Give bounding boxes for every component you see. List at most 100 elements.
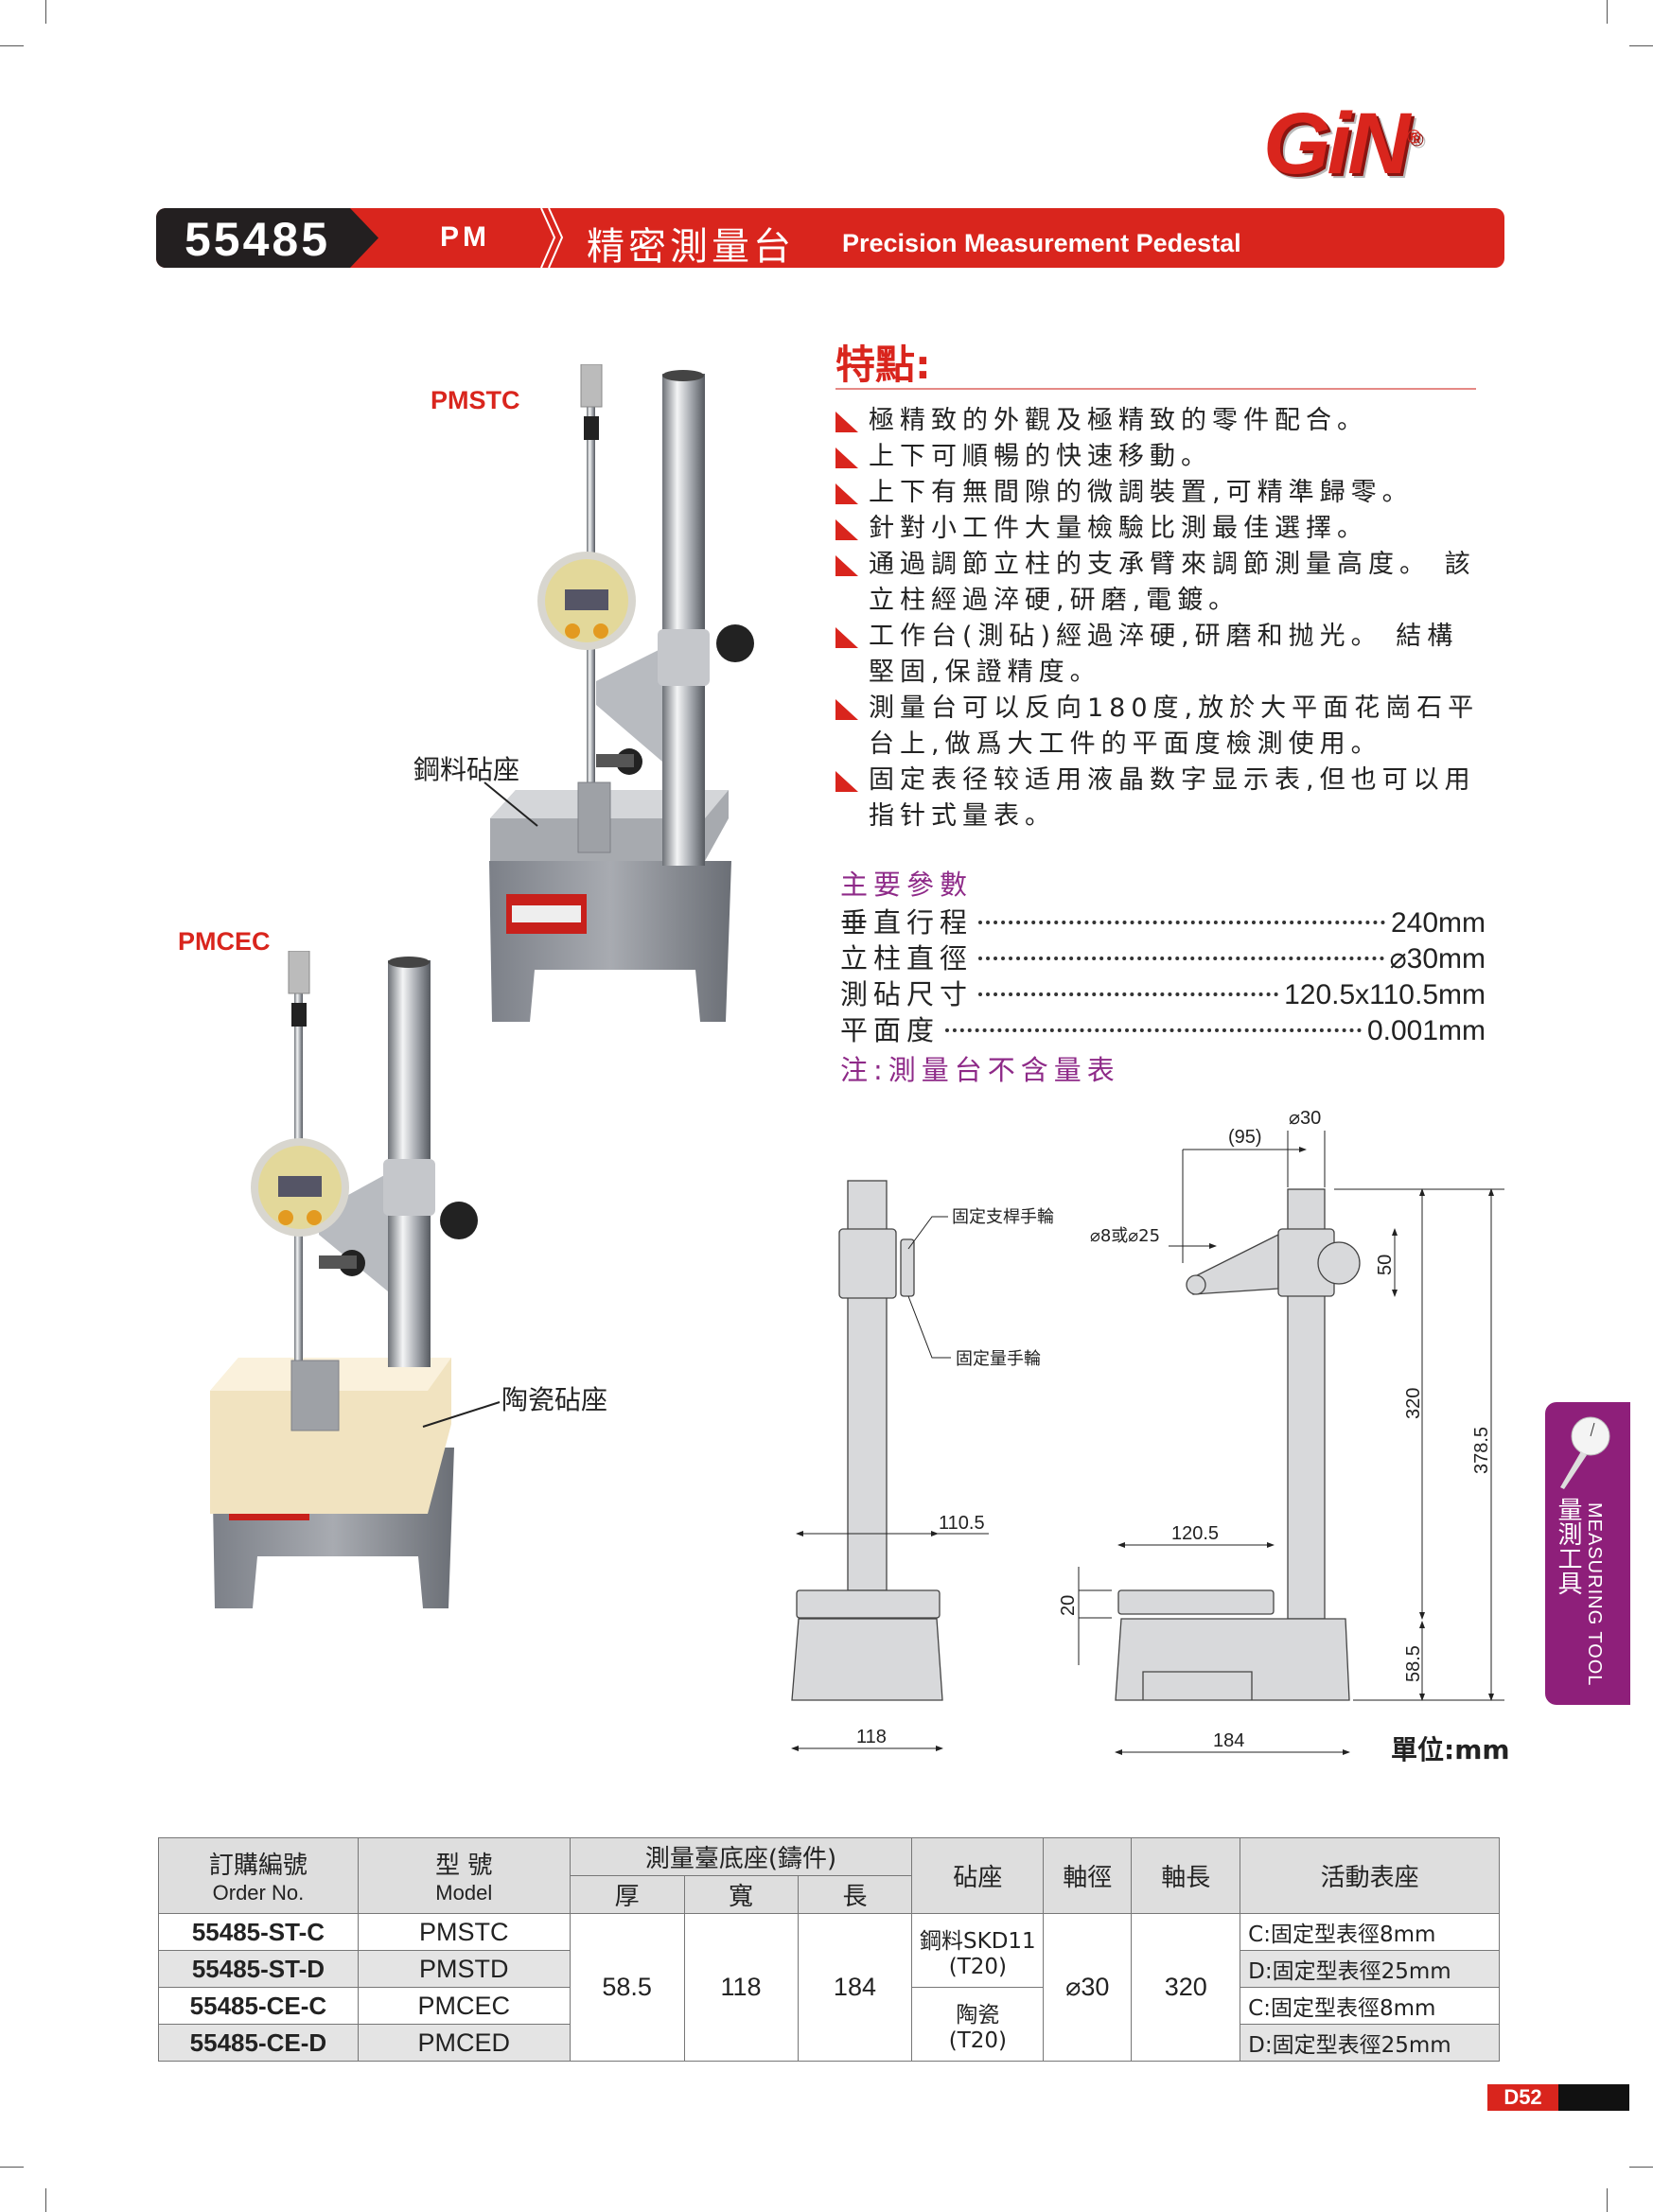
feature-item: 針對小工件大量檢驗比測最佳選擇。: [835, 511, 1488, 547]
model: PMCED: [357, 2024, 571, 2062]
title-en: Precision Measurement Pedestal: [842, 229, 1241, 257]
model-label-pmcec: PMCEC: [178, 927, 271, 956]
table-row: 55485-CE-D PMCED D:固定型表徑25mm: [158, 2024, 1500, 2062]
feature-item: 上下可順暢的快速移動。: [835, 439, 1488, 475]
param-row: 立柱直徑⌀30mm: [840, 942, 1486, 974]
model: PMSTC: [357, 1913, 571, 1951]
holder: C:固定型表徑8mm: [1240, 1913, 1500, 1951]
triangle-bullet-icon: [835, 448, 858, 468]
crop-mark: [1629, 45, 1653, 46]
dim-50: 50: [1375, 1255, 1396, 1275]
col-thick: 厚: [569, 1875, 685, 1914]
order-no: 55485-CE-D: [158, 2024, 359, 2062]
params-note: 注:測量台不含量表: [840, 1054, 1120, 1086]
holder: D:固定型表徑25mm: [1240, 1950, 1500, 1988]
dial-indicator-icon: [1560, 1416, 1610, 1489]
brand-logo: GiN®: [1263, 96, 1420, 192]
table-row: 55485-ST-D PMSTD D:固定型表徑25mm: [158, 1950, 1500, 1988]
divider: [835, 388, 1476, 390]
anvil-label-ceramic: 陶瓷砧座: [501, 1384, 608, 1415]
anvil-ceramic: 陶瓷(T20): [911, 1987, 1045, 2062]
params-title: 主要參數: [840, 869, 974, 901]
feature-item: 固定表径较适用液晶数字显示表,但也可以用指针式量表。: [835, 763, 1488, 834]
label-gauge-knob: 固定量手輪: [956, 1349, 1041, 1369]
triangle-bullet-icon: [835, 771, 858, 792]
dim-184: 184: [1213, 1730, 1244, 1751]
order-no: 55485-ST-D: [158, 1950, 359, 1988]
model: PMCEC: [357, 1987, 571, 2025]
triangle-bullet-icon: [835, 699, 858, 720]
crop-mark: [1607, 0, 1608, 24]
dim-58-5: 58.5: [1403, 1645, 1424, 1682]
category-tab[interactable]: 量測工具 MEASURING TOOL: [1545, 1402, 1630, 1705]
triangle-bullet-icon: [835, 412, 858, 432]
col-shaft-len: 軸長: [1131, 1837, 1241, 1914]
leader-line: [484, 781, 538, 827]
dim-95: (95): [1228, 1127, 1262, 1148]
label-column-knob: 固定支桿手輪: [952, 1207, 1054, 1227]
order-no: 55485-ST-C: [158, 1913, 359, 1951]
feature-item: 上下有無間隙的微調裝置,可精準歸零。: [835, 475, 1488, 511]
crop-mark: [45, 2188, 46, 2212]
holder: D:固定型表徑25mm: [1240, 2024, 1500, 2062]
dim-110-5: 110.5: [939, 1513, 985, 1534]
front-view: [1115, 1188, 1361, 1701]
feature-item: 測量台可以反向180度,放於大平面花崗石平台上,做爲大工件的平面度檢測使用。: [835, 691, 1488, 763]
product-photo-pmcec: [210, 951, 478, 1608]
leader-line: [422, 1401, 501, 1428]
order-no: 55485-CE-C: [158, 1987, 359, 2025]
base-length: 184: [797, 1913, 913, 2062]
anvil-steel: 鋼料SKD11(T20): [911, 1913, 1045, 1988]
col-width: 寬: [683, 1875, 799, 1914]
table-row: 55485-CE-C PMCEC 陶瓷(T20) C:固定型表徑8mm: [158, 1987, 1500, 2062]
col-shaft-dia: 軸徑: [1043, 1837, 1133, 1914]
dim-378-5: 378.5: [1471, 1427, 1492, 1474]
model-label-pmstc: PMSTC: [431, 386, 520, 414]
feature-item: 極精致的外觀及極精致的零件配合。: [835, 403, 1488, 439]
col-length: 長: [797, 1875, 913, 1914]
shaft-len: 320: [1131, 1913, 1241, 2062]
title-bar: 55485 PM 精密測量台 Precision Measurement Ped…: [156, 208, 1504, 268]
dim-320: 320: [1403, 1388, 1424, 1419]
series-code: PM: [440, 221, 490, 253]
crop-mark: [45, 0, 46, 24]
feature-item: 通過調節立柱的支承臂來調節測量高度。 該立柱經過淬硬,研磨,電鍍。: [835, 547, 1488, 619]
tab-label-en: MEASURING TOOL: [1584, 1502, 1605, 1687]
side-view: [791, 1180, 943, 1701]
features-list: 極精致的外觀及極精致的零件配合。 上下可順暢的快速移動。 上下有無間隙的微調裝置…: [835, 403, 1488, 834]
model: PMSTD: [357, 1950, 571, 1988]
base-width: 118: [683, 1913, 799, 2062]
anvil-label-steel: 鋼料砧座: [413, 754, 520, 785]
triangle-bullet-icon: [835, 555, 858, 576]
tab-label-zh: 量測工具: [1554, 1497, 1582, 1595]
crop-mark: [1629, 2167, 1653, 2168]
col-holder: 活動表座: [1240, 1837, 1500, 1914]
col-base: 測量臺底座(鑄件): [569, 1837, 913, 1876]
features-title: 特點:: [835, 342, 931, 388]
page-number: D52: [1487, 2084, 1629, 2111]
triangle-bullet-icon: [835, 519, 858, 540]
table-row: 55485-ST-C PMSTC 58.5 118 184 鋼料SKD11(T2…: [158, 1913, 1500, 2062]
crop-mark: [0, 2167, 24, 2168]
feature-item: 工作台(測砧)經過淬硬,研磨和抛光。 結構堅固,保證精度。: [835, 619, 1488, 691]
dim-d8-25: ⌀8或⌀25: [1090, 1226, 1160, 1246]
product-code: 55485: [185, 213, 331, 266]
holder: C:固定型表徑8mm: [1240, 1987, 1500, 2025]
crop-mark: [1607, 2188, 1608, 2212]
product-photo-pmstc: [489, 364, 754, 1022]
dim-118: 118: [856, 1727, 887, 1747]
title-zh: 精密測量台: [587, 225, 795, 268]
base-thick: 58.5: [569, 1913, 685, 2062]
triangle-bullet-icon: [835, 483, 858, 504]
unit-label: 單位:mm: [1391, 1734, 1510, 1765]
col-anvil: 砧座: [911, 1837, 1045, 1914]
crop-mark: [0, 45, 24, 46]
code-block: [156, 208, 378, 268]
shaft-dia: ⌀30: [1043, 1913, 1133, 2062]
chevron-icon: [540, 208, 564, 268]
